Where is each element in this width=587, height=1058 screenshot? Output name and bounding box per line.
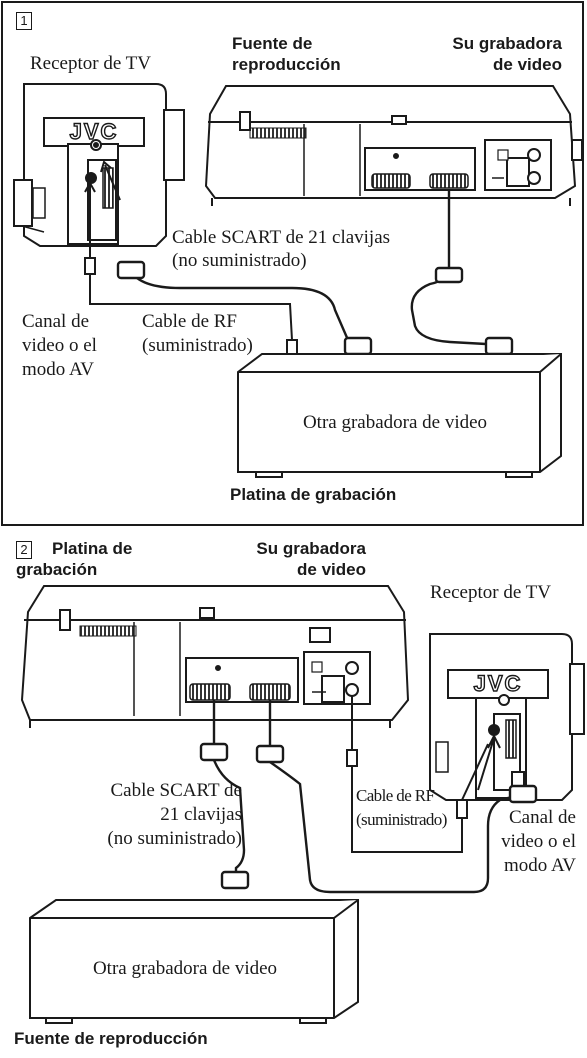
scart-cable-label-2b: 21 clavijas	[160, 804, 242, 825]
recording-deck-2	[20, 585, 410, 728]
tv-label-1: Receptor de TV	[30, 53, 151, 74]
svg-text:JVC: JVC	[70, 119, 119, 144]
other-vcr-1	[237, 353, 562, 478]
recording-deck-label-2a: Platina de	[52, 539, 133, 558]
playback-label-1b: reproducción	[232, 55, 341, 74]
tv-receiver-2	[429, 633, 585, 801]
other-vcr-label-1: Otra grabadora de video	[302, 412, 488, 433]
tv-logo-2: JVC	[473, 670, 523, 696]
your-vcr-1	[204, 85, 583, 206]
scart-cable-1	[116, 190, 514, 356]
channel-label-1c: modo AV	[22, 359, 94, 380]
scart-cable-2	[199, 700, 538, 894]
scart-cable-label-2a: Cable SCART de	[110, 780, 242, 801]
rf-cable-label-2b: (suministrado)	[356, 810, 447, 829]
recording-deck-label-1: Platina de grabación	[230, 485, 397, 504]
your-vcr-label-1a: Su grabadora	[452, 34, 562, 53]
scart-cable-label-2c: (no suministrado)	[107, 828, 242, 849]
your-vcr-label-1b: de video	[493, 55, 562, 74]
channel-label-1b: video o el	[22, 335, 97, 356]
recording-deck-label-2b: grabación	[16, 560, 98, 579]
channel-label-1a: Canal de	[22, 311, 90, 332]
rf-cable-2	[346, 696, 489, 853]
scart-cable-label-1b: (no suministrado)	[172, 250, 307, 271]
step-number-1: 1	[16, 12, 32, 30]
rf-cable-label-1b: (suministrado)	[142, 335, 253, 356]
your-vcr-label-2b: de video	[297, 560, 366, 579]
playback-label-2: Fuente de reproducción	[14, 1029, 208, 1048]
tv-logo-1: JVC	[69, 118, 119, 144]
channel-label-2a: Canal de	[508, 807, 576, 828]
other-vcr-label-2: Otra grabadora de video	[92, 958, 278, 979]
tv-label-2: Receptor de TV	[430, 582, 551, 603]
your-vcr-label-2a: Su grabadora	[256, 539, 366, 558]
tv-receiver-1	[13, 83, 185, 247]
svg-text:JVC: JVC	[474, 671, 523, 696]
other-vcr-2	[29, 899, 359, 1024]
step-number-2: 2	[16, 541, 32, 559]
scart-cable-label-1a: Cable SCART de 21 clavijas	[172, 227, 391, 248]
rf-cable-label-1a: Cable de RF	[142, 311, 237, 332]
channel-label-2c: modo AV	[504, 855, 576, 876]
rf-cable-label-2a: Cable de RF	[356, 786, 435, 805]
playback-label-1a: Fuente de	[232, 34, 313, 53]
channel-label-2b: video o el	[501, 831, 576, 852]
